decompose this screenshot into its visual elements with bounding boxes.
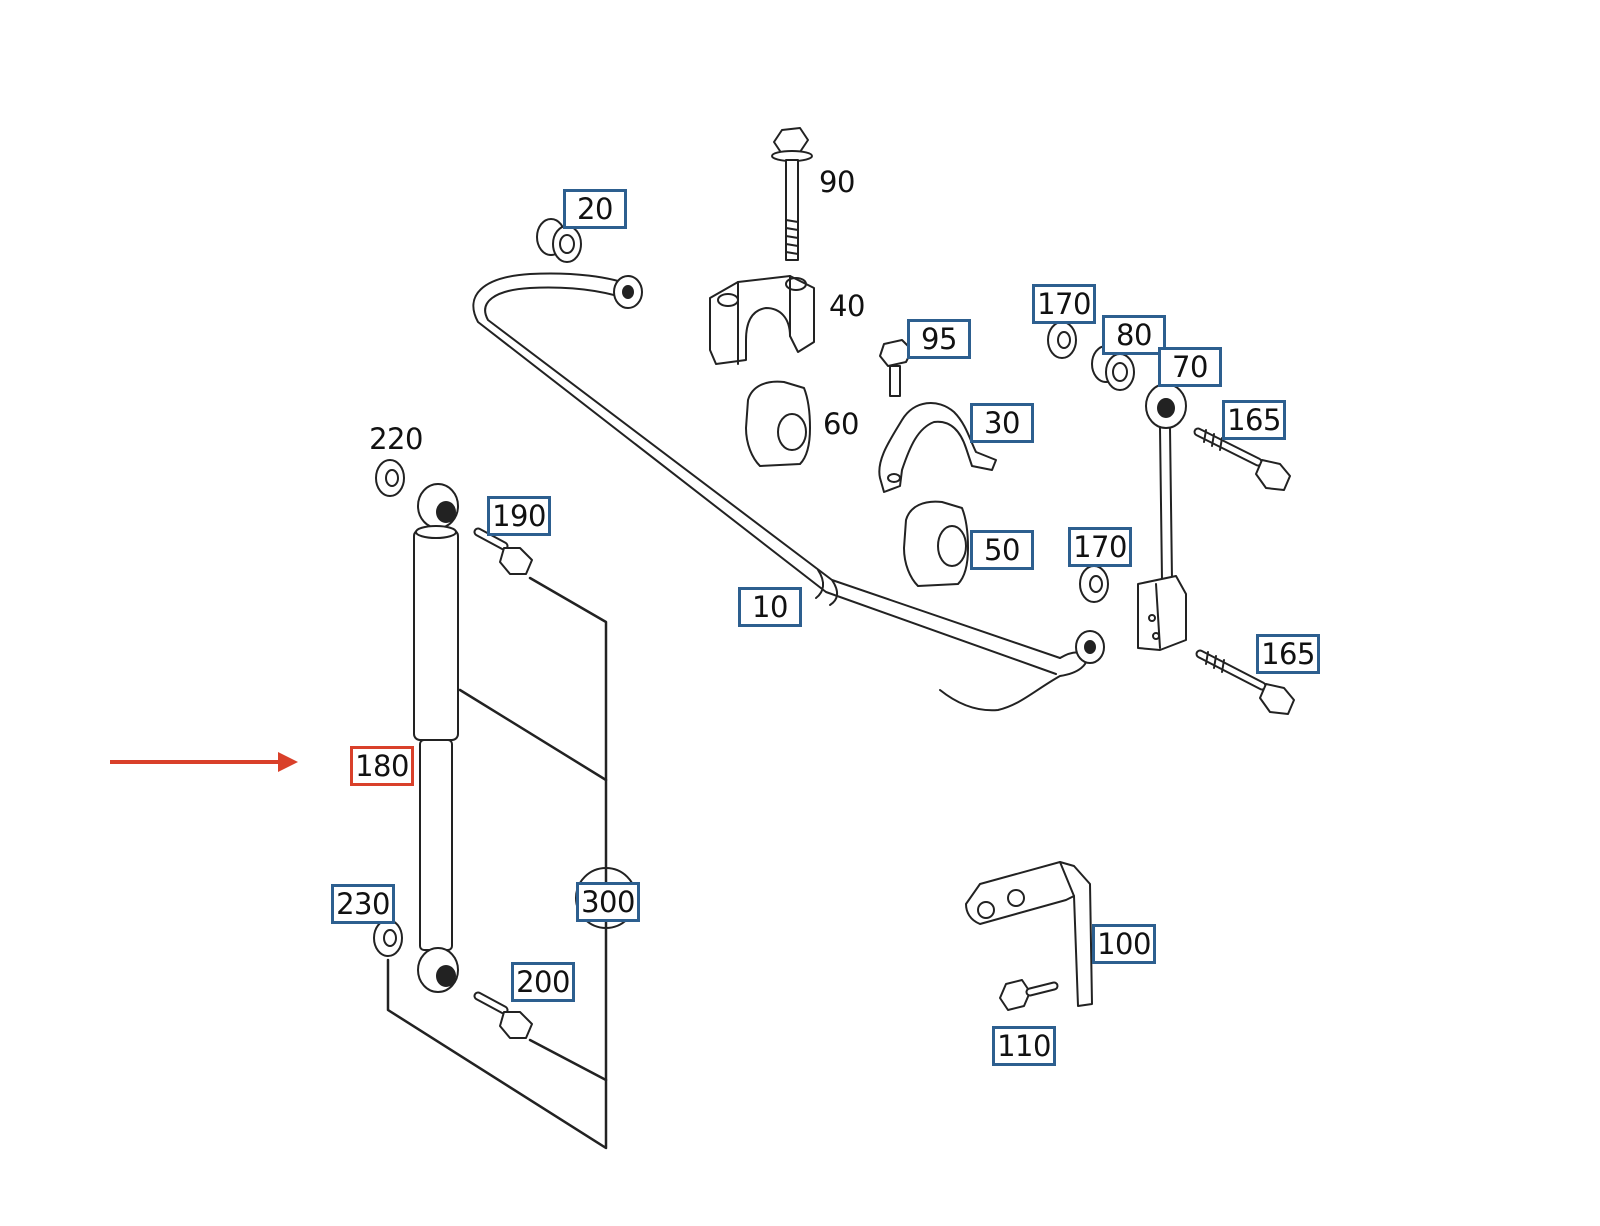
- part-label-100: 100: [1092, 924, 1156, 964]
- part-label-40: 40: [829, 289, 865, 323]
- bushing-20-drawing: [536, 218, 582, 263]
- part-label-70: 70: [1158, 347, 1222, 387]
- part-label-20: 20: [563, 189, 627, 229]
- bolt-165-upper-drawing: [1193, 427, 1291, 491]
- rubber-mount-50-drawing: [903, 500, 969, 587]
- shock-absorber-180-drawing: [413, 483, 459, 993]
- washer-170-top-drawing: [1047, 321, 1077, 359]
- bolt-165-lower-drawing: [1195, 649, 1295, 715]
- bolt-190-drawing: [473, 527, 533, 575]
- part-label-190: 190: [487, 496, 551, 536]
- part-label-50: 50: [970, 530, 1034, 570]
- washer-170-bottom-drawing: [1079, 565, 1109, 603]
- part-label-230: 230: [331, 884, 395, 924]
- part-label-30: 30: [970, 403, 1034, 443]
- rubber-mount-60-drawing: [745, 380, 811, 467]
- part-label-165-upper: 165: [1222, 400, 1286, 440]
- part-label-180-highlighted: 180: [350, 746, 414, 786]
- part-label-170-bottom: 170: [1068, 527, 1132, 567]
- part-label-170-top: 170: [1032, 284, 1096, 324]
- part-label-90: 90: [819, 165, 855, 199]
- part-label-95: 95: [907, 319, 971, 359]
- part-label-200: 200: [511, 962, 575, 1002]
- part-label-80: 80: [1102, 315, 1166, 355]
- part-label-165-lower: 165: [1256, 634, 1320, 674]
- part-label-10: 10: [738, 587, 802, 627]
- bracket-100-drawing: [965, 861, 1093, 1007]
- bolt-200-drawing: [473, 991, 533, 1039]
- washer-220-drawing: [375, 459, 405, 497]
- part-label-60: 60: [823, 407, 859, 441]
- bolt-95-drawing: [879, 339, 913, 397]
- bolt-110-drawing: [999, 979, 1059, 1011]
- bolt-90-drawing: [771, 127, 813, 261]
- highlight-arrow: [110, 752, 298, 772]
- part-label-300: 300: [576, 882, 640, 922]
- part-label-220: 220: [369, 422, 423, 456]
- part-label-110: 110: [992, 1026, 1056, 1066]
- stabilizer-bar-drawing: [472, 272, 1105, 712]
- washer-230-drawing: [373, 919, 403, 957]
- link-70-drawing: [1137, 383, 1187, 651]
- bracket-40-drawing: [709, 275, 815, 365]
- clamp-30-drawing: [878, 401, 997, 493]
